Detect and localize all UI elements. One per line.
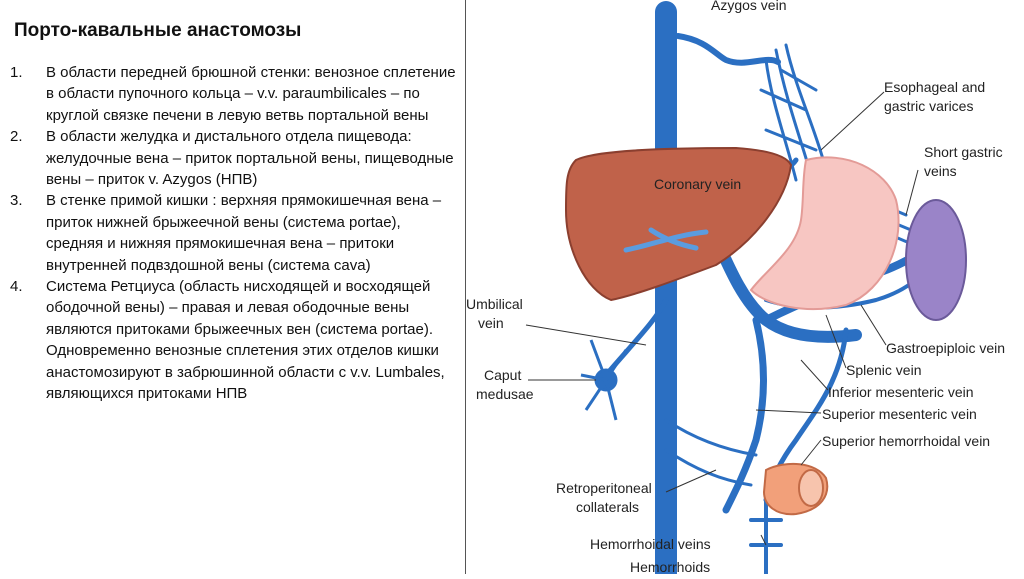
list-item: 3. В стенке примой кишки : верхняя прямок…: [10, 190, 462, 276]
leader-umbilical: [525, 324, 647, 346]
leader-esophageal: [820, 91, 885, 151]
label-hemorrhoids: Hemorrhoids: [630, 559, 710, 574]
item-number: 2.: [10, 128, 23, 146]
leader-superior-hemorrhoidal: [800, 439, 822, 466]
label-umbilical-line1: Umbilical: [466, 296, 523, 312]
label-esophageal-line2: gastric varices: [884, 98, 973, 114]
leader-inferior-mesenteric: [800, 359, 829, 391]
list-item: 4. Система Ретциуса (область нисходящей и…: [10, 276, 462, 404]
leader-retroperitoneal: [665, 469, 717, 493]
azygos-vein-path: [675, 33, 781, 66]
slide-title: Порто-кавальные анастомозы: [14, 20, 302, 41]
label-umbilical-line2: vein: [478, 315, 504, 331]
leader-superior-mesenteric: [755, 409, 822, 414]
text-panel: Порто-кавальные анастомозы 1. В области п…: [0, 0, 464, 574]
liver-vessels: [623, 227, 709, 253]
label-caput-line1: Caput: [484, 367, 521, 383]
list-item: 1. В области передней брюшной стенки: вен…: [10, 62, 462, 126]
label-caput-line2: medusae: [476, 386, 534, 402]
item-text: В стенке примой кишки : верхняя прямокиш…: [46, 192, 442, 274]
anatomy-svg: Azygos vein Esophageal and gastric varic…: [466, 0, 1005, 579]
label-hemorrhoidal-veins: Hemorrhoidal veins: [590, 536, 711, 552]
rectum-opening: [798, 469, 824, 507]
portocaval-diagram: Azygos vein Esophageal and gastric varic…: [466, 0, 1024, 579]
label-retroperitoneal-line1: Retroperitoneal: [556, 480, 652, 496]
list-item: 2. В области желудка и дистального отдела…: [10, 126, 462, 190]
label-short-gastric-line2: veins: [924, 163, 957, 179]
esophageal-varices-path: [759, 43, 828, 182]
label-gastroepiploic-vein: Gastroepiploic vein: [886, 340, 1005, 356]
anastomoses-list: 1. В области передней брюшной стенки: вен…: [10, 62, 462, 405]
superior-mesenteric-vein-path: [722, 316, 767, 514]
label-superior-mesenteric-vein: Superior mesenteric vein: [822, 406, 977, 422]
stomach: [749, 156, 900, 311]
label-short-gastric-line1: Short gastric: [924, 144, 1003, 160]
label-superior-hemorrhoidal-vein: Superior hemorrhoidal vein: [822, 433, 990, 449]
item-number: 1.: [10, 64, 23, 81]
leader-short-gastric: [905, 169, 919, 216]
label-splenic-vein: Splenic vein: [846, 362, 922, 378]
label-esophageal-line1: Esophageal and: [884, 79, 985, 95]
spleen: [905, 199, 967, 321]
item-text: В области желудка и дистального отдела п…: [46, 128, 454, 189]
liver: [564, 146, 793, 302]
leader-splenic: [825, 314, 847, 369]
divider: [465, 0, 466, 574]
label-retroperitoneal-line2: collaterals: [576, 499, 639, 515]
item-text: Система Ретциуса (область нисходящей и в…: [46, 278, 445, 403]
item-text: В области передней брюшной стенки: веноз…: [46, 64, 456, 124]
leader-hemorrhoidal: [760, 534, 767, 546]
item-number: 3.: [10, 192, 23, 210]
item-number: 4.: [10, 278, 23, 296]
leader-gastroepiploic: [860, 304, 887, 346]
label-inferior-mesenteric-vein: Inferior mesenteric vein: [828, 384, 974, 400]
label-azygos-vein: Azygos vein: [711, 0, 786, 13]
label-coronary-vein: Coronary vein: [654, 176, 741, 192]
